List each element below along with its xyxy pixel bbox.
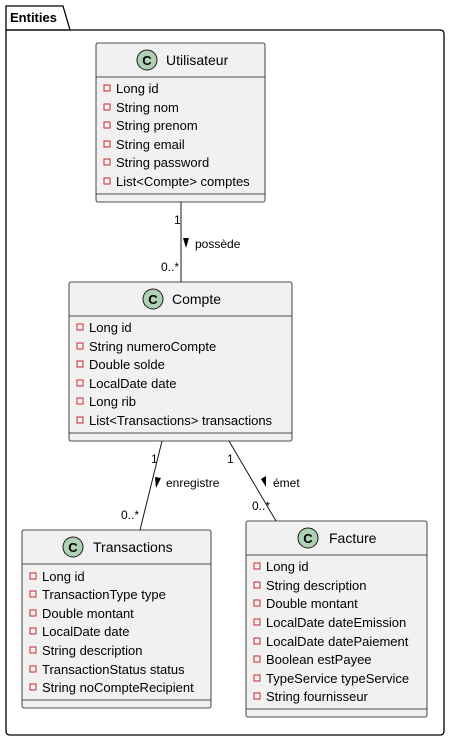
attribute: String prenom	[116, 118, 198, 133]
private-visibility-icon	[29, 646, 37, 654]
class-icon	[297, 527, 319, 549]
package-label: Entities	[10, 10, 57, 25]
attribute: String nom	[116, 100, 179, 115]
multiplicity-source: 1	[174, 213, 181, 227]
direction-arrow-icon	[183, 238, 189, 248]
attribute: LocalDate dateEmission	[266, 615, 406, 630]
private-visibility-icon	[29, 665, 37, 673]
relation-line	[228, 440, 277, 522]
private-visibility-icon	[29, 627, 37, 635]
class-box	[245, 520, 428, 718]
private-visibility-icon	[76, 379, 84, 387]
private-visibility-icon	[253, 692, 261, 700]
attribute: Double montant	[266, 596, 358, 611]
attribute: String description	[266, 578, 366, 593]
private-visibility-icon	[29, 590, 37, 598]
relation-line	[139, 440, 163, 531]
class-name: Transactions	[93, 539, 173, 555]
attribute: List<Transactions> transactions	[89, 413, 273, 428]
multiplicity-target: 0..*	[121, 508, 139, 522]
private-visibility-icon	[76, 342, 84, 350]
multiplicity-source: 1	[227, 452, 234, 466]
private-visibility-icon	[253, 655, 261, 663]
package-frame	[5, 29, 445, 736]
private-visibility-icon	[76, 397, 84, 405]
private-visibility-icon	[103, 84, 111, 92]
attribute: String noCompteRecipient	[42, 680, 194, 695]
private-visibility-icon	[103, 158, 111, 166]
private-visibility-icon	[253, 618, 261, 626]
attribute: Long rib	[89, 394, 136, 409]
private-visibility-icon	[103, 140, 111, 148]
private-visibility-icon	[103, 177, 111, 185]
attribute: Double montant	[42, 606, 134, 621]
private-visibility-icon	[253, 599, 261, 607]
class-name: Compte	[172, 291, 221, 307]
relation-label: possède	[195, 237, 241, 251]
direction-arrow-icon	[155, 477, 161, 488]
private-visibility-icon	[103, 121, 111, 129]
private-visibility-icon	[76, 360, 84, 368]
attribute: Long id	[116, 81, 159, 96]
class-icon	[136, 49, 158, 71]
private-visibility-icon	[103, 103, 111, 111]
attribute: String numeroCompte	[89, 339, 216, 354]
attribute: LocalDate date	[42, 624, 129, 639]
relation-label: enregistre	[166, 476, 220, 490]
class-icon	[142, 288, 164, 310]
class-stereotype-letter: C	[148, 292, 158, 307]
attribute: Long id	[89, 320, 132, 335]
class-stereotype-letter: C	[142, 53, 152, 68]
multiplicity-source: 1	[151, 452, 158, 466]
attribute: String email	[116, 137, 185, 152]
attribute: Long id	[42, 569, 85, 584]
private-visibility-icon	[253, 581, 261, 589]
class-compte: C Compte Long id String numeroCompte Dou…	[68, 281, 293, 442]
class-utilisateur: C Utilisateur Long id String nom String …	[95, 42, 266, 203]
attribute: TransactionStatus status	[42, 662, 185, 677]
private-visibility-icon	[29, 609, 37, 617]
multiplicity-target: 0..*	[161, 260, 179, 274]
attribute-list: Long id String description Double montan…	[253, 559, 409, 704]
attribute: Double solde	[89, 357, 165, 372]
class-box	[95, 42, 266, 203]
attribute: LocalDate datePaiement	[266, 634, 409, 649]
multiplicity-target: 0..*	[252, 499, 270, 513]
attribute: LocalDate date	[89, 376, 176, 391]
attribute: TransactionType type	[42, 587, 166, 602]
class-stereotype-letter: C	[68, 540, 78, 555]
class-icon	[62, 536, 84, 558]
private-visibility-icon	[29, 572, 37, 580]
attribute-list: Long id TransactionType type Double mont…	[29, 569, 194, 695]
class-facture: C Facture Long id String description Dou…	[245, 520, 428, 718]
class-box	[21, 529, 212, 709]
relation-label: émet	[273, 476, 300, 490]
relation-emet: 1 0..* émet	[227, 440, 300, 522]
relation-enregistre: 1 0..* enregistre	[121, 440, 220, 531]
private-visibility-icon	[76, 416, 84, 424]
attribute-list: Long id String nom String prenom String …	[103, 81, 250, 189]
private-visibility-icon	[29, 683, 37, 691]
class-box	[68, 281, 293, 442]
private-visibility-icon	[253, 674, 261, 682]
attribute: String fournisseur	[266, 689, 369, 704]
attribute: String description	[42, 643, 142, 658]
private-visibility-icon	[253, 637, 261, 645]
attribute: TypeService typeService	[266, 671, 409, 686]
attribute: Long id	[266, 559, 309, 574]
class-name: Facture	[329, 530, 377, 546]
private-visibility-icon	[76, 323, 84, 331]
attribute-list: Long id String numeroCompte Double solde…	[76, 320, 273, 428]
class-stereotype-letter: C	[303, 531, 313, 546]
attribute: String password	[116, 155, 209, 170]
attribute: Boolean estPayee	[266, 652, 372, 667]
class-transactions: C Transactions Long id TransactionType t…	[21, 529, 212, 709]
attribute: List<Compte> comptes	[116, 174, 250, 189]
direction-arrow-icon	[261, 476, 266, 487]
private-visibility-icon	[253, 562, 261, 570]
relation-possede: 1 0..* possède	[161, 202, 241, 282]
class-name: Utilisateur	[166, 52, 229, 68]
package-entities: Entities	[5, 5, 445, 736]
